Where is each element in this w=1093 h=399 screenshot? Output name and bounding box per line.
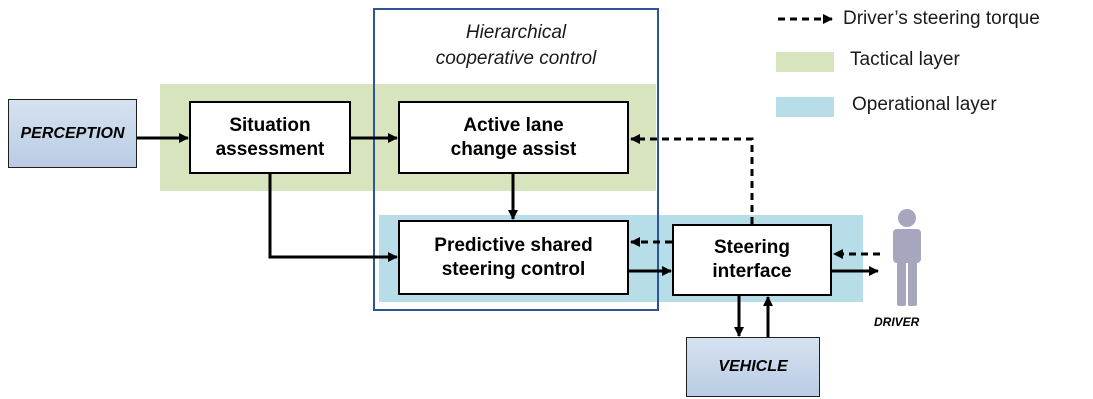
vehicle-block: VEHICLE [686,337,820,397]
driver-person-icon [893,209,921,306]
steering-interface-block: Steering interface [672,224,832,296]
vehicle-label: VEHICLE [718,358,788,375]
dashed-arrow-steering-to-active-lane [630,134,754,224]
legend-operational-label: Operational layer [852,94,997,115]
hierarchical-control-frame [373,8,659,311]
driver-label: DRIVER [874,315,920,329]
legend-tactical-swatch [776,52,834,72]
legend-tactical-label: Tactical layer [850,49,960,70]
situation-assessment-block: Situation assessment [189,101,351,174]
legend-operational-swatch [776,97,834,117]
predictive-shared-steering-control-label: Predictive shared steering control [434,234,593,280]
situation-assessment-label: Situation assessment [215,114,325,160]
hierarchical-control-title: Hierarchical cooperative control [435,22,597,69]
legend-torque-label: Driver’s steering torque [843,8,1040,29]
perception-label: PERCEPTION [20,124,125,142]
active-lane-change-assist-label: Active lane change assist [450,114,577,160]
steering-interface-label: Steering interface [712,237,792,282]
active-lane-change-assist-block: Active lane change assist [398,101,629,174]
perception-block: PERCEPTION [8,99,137,168]
arrow-situation-to-predictive [268,174,398,262]
predictive-shared-steering-control-block: Predictive shared steering control [398,220,629,295]
